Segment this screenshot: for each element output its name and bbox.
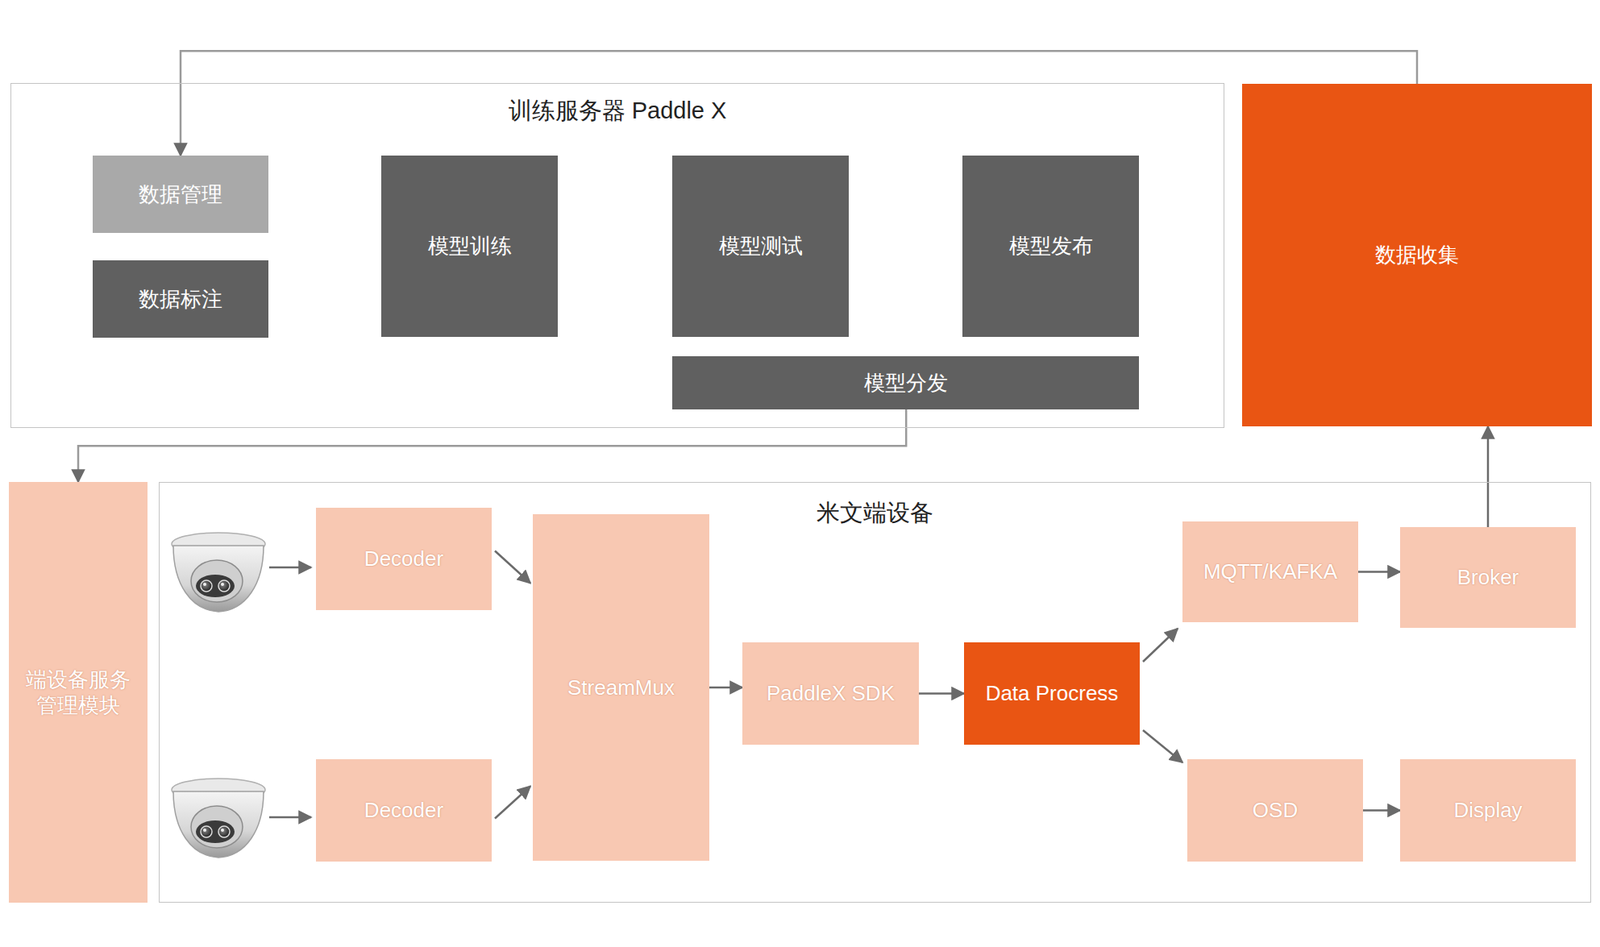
process-bar: 模型分发 bbox=[672, 356, 1139, 410]
process-box: Broker bbox=[1400, 527, 1576, 628]
box-label: Decoder bbox=[364, 797, 444, 824]
flow-arrow bbox=[918, 692, 965, 695]
process-box: 数据管理 bbox=[92, 155, 269, 233]
manager-box: 端设备服务管理模块 bbox=[8, 482, 148, 903]
flow-arrow bbox=[1363, 809, 1401, 812]
box-label: 模型分发 bbox=[864, 369, 948, 397]
collect-box: 数据收集 bbox=[1242, 83, 1592, 427]
flow-arrow bbox=[1358, 570, 1401, 574]
process-box: 模型发布 bbox=[962, 155, 1139, 337]
flow-arrow bbox=[1142, 628, 1178, 662]
server-frame: 训练服务器 Paddle X 数据管理数据标注 模型训练 模型测试 模型发布模型分发 bbox=[10, 83, 1225, 429]
box-label: 模型训练 bbox=[428, 232, 512, 260]
camera-illustration bbox=[171, 532, 266, 612]
camera-illustration bbox=[171, 778, 266, 858]
flow-arrow bbox=[180, 50, 1418, 156]
box-label: Display bbox=[1453, 797, 1522, 824]
box-label: PaddleX SDK bbox=[766, 680, 895, 707]
process-box: Display bbox=[1400, 759, 1576, 862]
box-label: MQTT/KAFKA bbox=[1203, 558, 1338, 586]
process-box: Decoder bbox=[315, 759, 492, 862]
process-box: Decoder bbox=[315, 507, 492, 611]
group-title: 训练服务器 Paddle X bbox=[11, 95, 1224, 128]
box-label: 数据管理 bbox=[138, 181, 223, 208]
flow-arrow bbox=[494, 551, 531, 584]
flow-arrow bbox=[709, 686, 743, 690]
device-frame: 米文端设备DecoderDecoderStreamMuxPaddleX SDKD… bbox=[158, 482, 1592, 903]
process-box: 数据标注 bbox=[92, 260, 269, 338]
box-label: StreamMux bbox=[567, 674, 675, 702]
flow-arrow bbox=[494, 786, 531, 819]
process-box: PaddleX SDK bbox=[742, 642, 919, 745]
flow-arrow bbox=[1487, 426, 1490, 528]
camera-arrow bbox=[269, 566, 312, 570]
process-box: Data Procress bbox=[964, 642, 1140, 745]
process-box: 模型测试 bbox=[672, 155, 849, 337]
box-label: Data Procress bbox=[985, 680, 1119, 707]
flow-arrow bbox=[1142, 730, 1183, 763]
flow-arrow bbox=[78, 409, 906, 483]
process-box: 模型训练 bbox=[381, 155, 558, 337]
box-label: 模型测试 bbox=[718, 232, 803, 260]
box-label: 端设备服务管理模块 bbox=[23, 666, 133, 719]
box-label: 数据收集 bbox=[1375, 241, 1459, 269]
process-box: MQTT/KAFKA bbox=[1182, 521, 1359, 623]
box-label: Broker bbox=[1457, 564, 1520, 591]
box-label: Decoder bbox=[364, 545, 444, 573]
process-box: OSD bbox=[1187, 759, 1364, 862]
box-label: 数据标注 bbox=[138, 286, 223, 313]
box-label: 模型发布 bbox=[1009, 232, 1093, 260]
box-label: OSD bbox=[1252, 797, 1298, 824]
camera-arrow bbox=[269, 816, 312, 819]
process-box: StreamMux bbox=[532, 514, 710, 861]
